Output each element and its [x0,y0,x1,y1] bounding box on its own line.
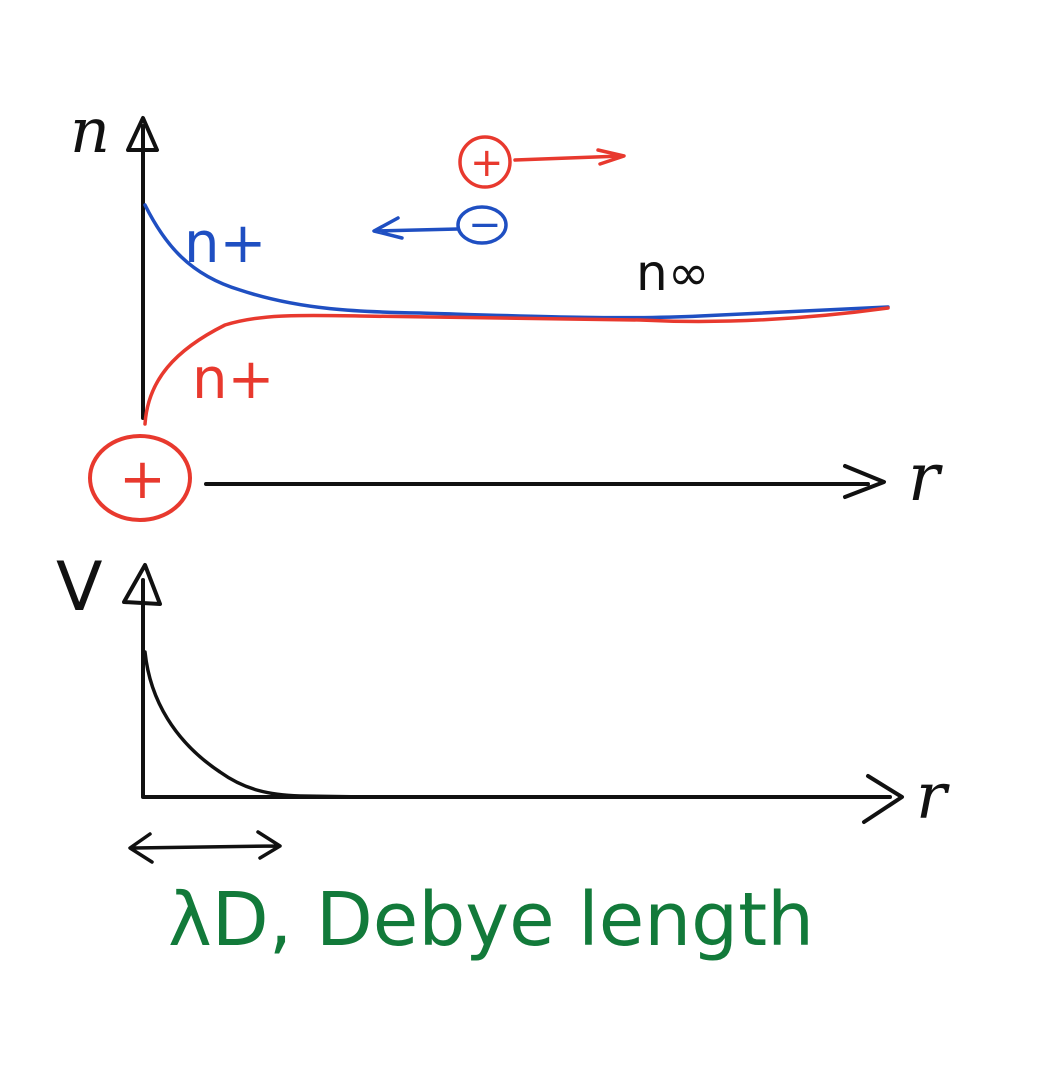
central-charge-symbol: + [119,447,166,512]
bottom-plot: V r [56,548,950,864]
top-plot: n r n+ n+ n∞ + + − [70,94,943,522]
bottom-x-axis-arrowhead [862,774,904,824]
positive-ion-circle [458,135,512,189]
top-x-axis-arrowhead [843,464,886,499]
central-positive-charge: + [88,434,192,522]
debye-length-annotation: λD, Debye length [168,877,814,963]
negative-ion-symbol: − [468,202,502,248]
top-y-axis-arrowhead [126,116,159,152]
debye-length-double-arrow [128,830,282,864]
negative-ion-circle [456,205,508,245]
potential-curve [143,650,370,799]
negative-ion-arrow [372,216,460,240]
red-curve-label: n+ [192,347,274,412]
negative-ion-legend: − [372,202,508,248]
top-x-axis-label: r [908,439,943,516]
bottom-x-axis-label: r [916,760,950,834]
blue-curve-label: n+ [184,211,266,276]
positive-ion-arrow [513,148,626,166]
red-density-curve [143,306,890,426]
positive-ion-legend: + [458,135,626,189]
bottom-y-axis-arrowhead [122,563,162,606]
asymptote-label: n∞ [636,244,709,302]
blue-density-curve [143,203,890,320]
positive-ion-symbol: + [470,140,504,186]
bottom-y-axis-label: V [56,548,103,627]
central-charge-circle [88,434,192,522]
top-y-axis-label: n [70,94,110,167]
